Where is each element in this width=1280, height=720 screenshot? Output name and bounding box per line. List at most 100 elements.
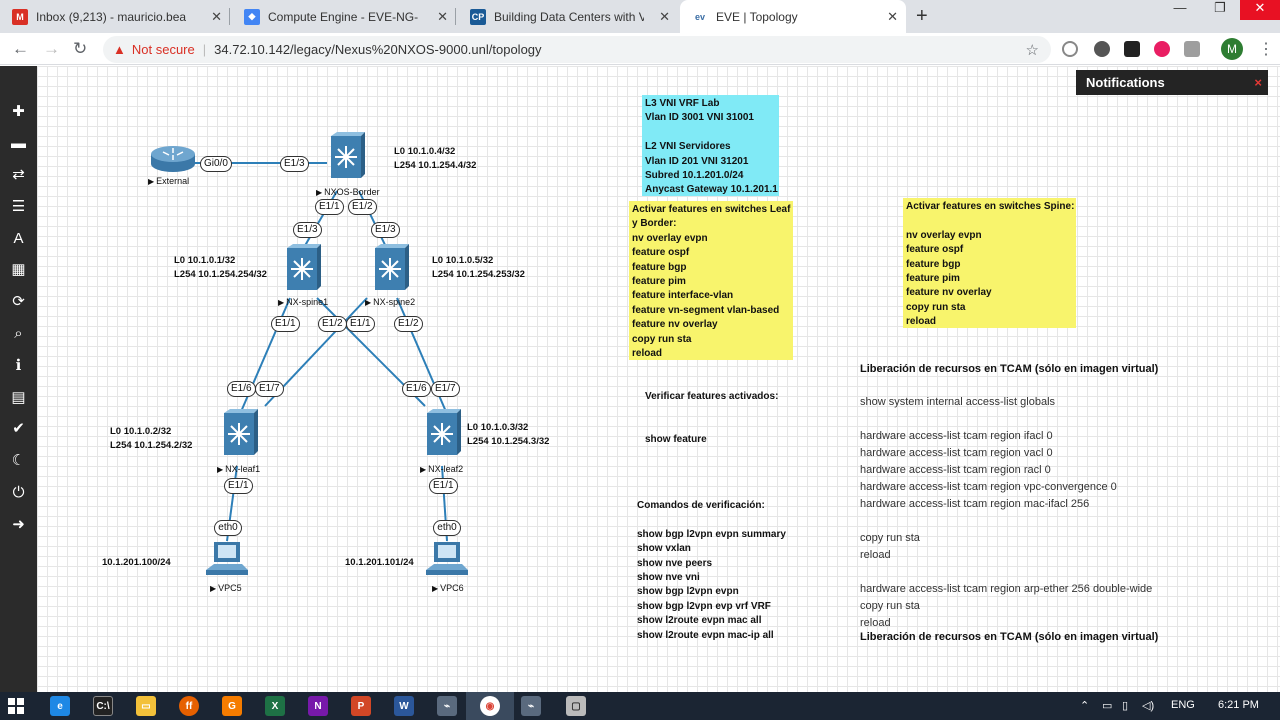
address-bar[interactable]: ▲ Not secure | 34.72.10.142/legacy/Nexus… [103,36,1051,63]
tray-chevron-icon[interactable]: ⌃ [1080,700,1090,712]
close-tab-icon[interactable]: ✕ [437,9,448,24]
port-leaf2-e16[interactable]: E1/6 [402,381,431,397]
port-border-e11[interactable]: E1/1 [315,199,344,215]
d-extension-icon[interactable] [1124,41,1140,57]
port-leaf1-e16[interactable]: E1/6 [227,381,256,397]
putty2-icon[interactable]: ⌁ [521,696,541,716]
minimize-button[interactable]: — [1173,0,1187,15]
tab-compute-engine[interactable]: ◆ Compute Engine - EVE-NG-GCP ✕ [232,0,456,33]
node-label-spine2[interactable]: ▶NX-spine2 [365,297,416,307]
node-label-vpc6[interactable]: ▶VPC6 [432,583,464,593]
switch-leaf1-icon[interactable] [220,409,258,459]
tray-clock[interactable]: 6:21 PM [1218,699,1259,711]
tab-building-dc[interactable]: CP Building Data Centers with VXLAN ✕ [458,0,678,33]
pc-vpc5-icon[interactable] [204,540,250,580]
note-vni-info[interactable]: L3 VNI VRF Lab Vlan ID 3001 VNI 31001 L2… [642,95,779,196]
bookmark-star-icon[interactable]: ☆ [1025,41,1039,59]
windows-start-icon[interactable] [6,696,26,716]
tray-language[interactable]: ENG [1171,699,1195,711]
add-object-icon[interactable]: ✚ [12,103,25,120]
tcam-commands[interactable]: show system internal access-list globals… [860,396,1153,629]
close-tab-icon[interactable]: ✕ [887,9,898,24]
topology-canvas[interactable]: ▶External ▶NXOS-Border ▶NX-spine1 ▶NX-sp… [37,66,1280,692]
tray-battery-icon[interactable]: ▯ [1122,700,1129,712]
node-label-external[interactable]: ▶External [148,176,190,186]
forward-arrow-icon[interactable]: → [43,39,60,58]
close-tab-icon[interactable]: ✕ [659,9,670,24]
profile-avatar[interactable]: M [1221,38,1243,60]
port-ext-gi00[interactable]: Gi0/0 [200,156,232,172]
node-label-border[interactable]: ▶NXOS-Border [316,187,380,197]
back-arrow-icon[interactable]: ← [12,39,29,58]
networks-icon[interactable]: ⇄ [12,166,25,183]
power-icon[interactable]: ⏻ [12,484,25,501]
port-leaf1-e17[interactable]: E1/7 [255,381,284,397]
chrome-icon[interactable]: ◉ [480,696,500,716]
tray-volume-icon[interactable]: ◁) [1142,700,1155,712]
logout-icon[interactable]: ➜ [12,516,25,533]
file-explorer-icon[interactable]: ▭ [136,696,156,716]
port-spine2-e12[interactable]: E1/2 [394,316,423,332]
tray-network-icon[interactable]: ▭ [1102,700,1113,712]
note-verify-features[interactable]: Verificar features activados: show featu… [645,391,779,446]
menu-kebab-icon[interactable]: ⋮ [1258,41,1274,58]
switch-border-icon[interactable] [327,132,365,182]
tab-eve-topology[interactable]: ev EVE | Topology ✕ [680,0,906,33]
extension-icon[interactable] [1094,41,1110,57]
port-vpc6-eth0[interactable]: eth0 [433,520,461,536]
firefox-icon[interactable]: ff [179,696,199,716]
info-icon[interactable]: ℹ [15,357,22,374]
switch-leaf2-icon[interactable] [423,409,461,459]
powerpoint-icon[interactable]: P [351,696,371,716]
cmd-icon[interactable]: C:\ [93,696,113,716]
port-spine2-e13[interactable]: E1/3 [371,222,400,238]
port-spine1-e13[interactable]: E1/3 [293,222,322,238]
g-app-icon[interactable]: G [222,696,242,716]
port-leaf2-e11[interactable]: E1/1 [429,478,458,494]
port-leaf2-e17[interactable]: E1/7 [431,381,460,397]
skype-extension-icon[interactable] [1062,41,1078,57]
refresh-icon[interactable]: ⟳ [12,293,25,310]
port-spine1-e12[interactable]: E1/2 [318,316,347,332]
grid-icon[interactable]: ▦ [11,261,26,278]
tab-gmail[interactable]: M Inbox (9,213) - mauricio.beain@g ✕ [0,0,230,33]
switch-spine2-icon[interactable] [371,244,409,294]
node-label-leaf2[interactable]: ▶NX-leaf2 [420,464,464,474]
text-icon[interactable]: A [13,230,24,247]
port-leaf1-e11[interactable]: E1/1 [224,478,253,494]
port-spine2-e11[interactable]: E1/1 [346,316,375,332]
note-leaf-features[interactable]: Activar features en switches Leaf y Bord… [629,201,793,360]
router-icon[interactable] [149,142,197,174]
note-spine-features[interactable]: Activar features en switches Spine: nv o… [903,198,1076,328]
word-icon[interactable]: W [394,696,414,716]
putty-icon[interactable]: ⌁ [437,696,457,716]
port-vpc5-eth0[interactable]: eth0 [214,520,242,536]
new-tab-button[interactable]: + [916,5,928,27]
zoom-icon[interactable]: ⌕ [14,325,23,342]
note-verify-commands[interactable]: Comandos de verificación: show bgp l2vpn… [637,500,786,641]
startup-configs-icon[interactable]: ☰ [11,198,26,215]
restore-button[interactable]: ❐ [1214,0,1226,15]
window-close-button[interactable]: ✕ [1240,0,1280,20]
reload-icon[interactable]: ↻ [73,39,88,58]
internet-explorer-icon[interactable]: e [50,696,70,716]
port-spine1-e11[interactable]: E1/1 [271,316,300,332]
switch-spine1-icon[interactable] [283,244,321,294]
port-border-e13[interactable]: E1/3 [280,156,309,172]
node-label-vpc5[interactable]: ▶VPC5 [210,583,242,593]
snipping-icon[interactable]: ▢ [566,696,586,716]
node-label-leaf1[interactable]: ▶NX-leaf1 [217,464,261,474]
pink-extension-icon[interactable] [1154,41,1170,57]
tcam-title[interactable]: Liberación de recursos en TCAM (sólo en … [860,363,1159,375]
close-tab-icon[interactable]: ✕ [211,9,222,24]
excel-icon[interactable]: X [265,696,285,716]
onenote-icon[interactable]: N [308,696,328,716]
nodes-icon[interactable]: ▬ [11,135,26,152]
dark-mode-icon[interactable]: ☾ [11,452,26,469]
tcam-title-bottom[interactable]: Liberación de recursos en TCAM (sólo en … [860,631,1159,643]
pc-vpc6-icon[interactable] [424,540,470,580]
status-check-icon[interactable]: ✔ [12,420,25,437]
notifications-close-icon[interactable]: × [1254,75,1262,90]
node-label-spine1[interactable]: ▶NX-spine1 [278,297,329,307]
port-border-e12[interactable]: E1/2 [348,199,377,215]
